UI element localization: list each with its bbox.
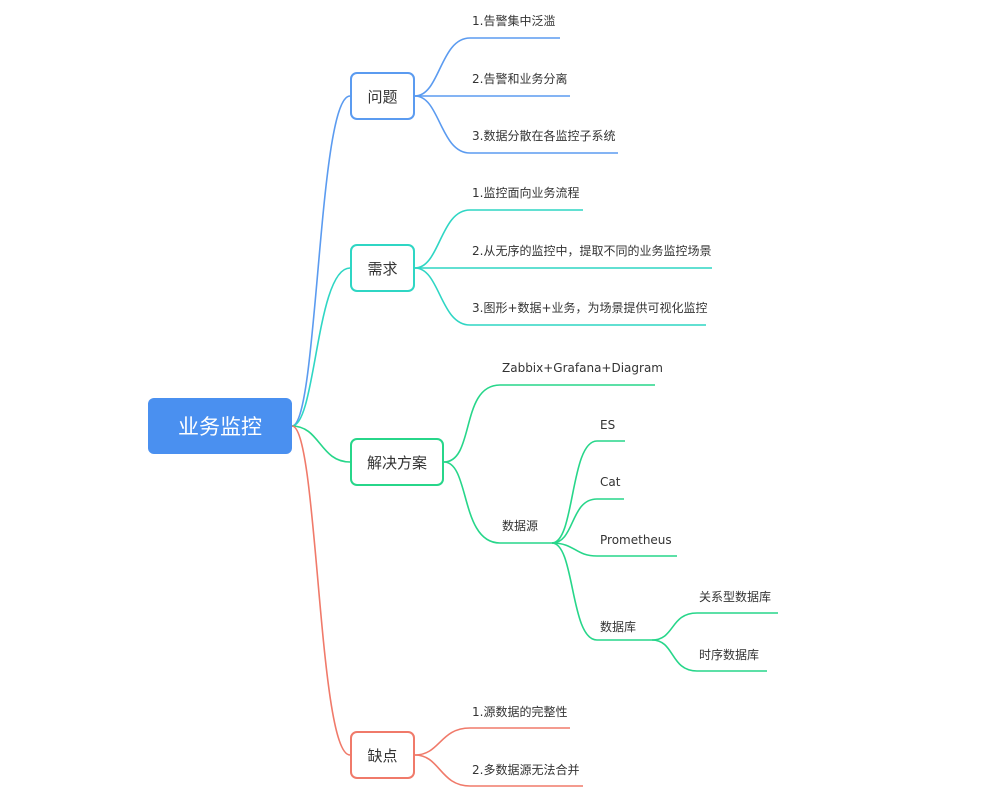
- database-item-timeseries[interactable]: 时序数据库: [699, 648, 760, 662]
- connector-datasource-cat: [551, 498, 624, 544]
- connector-requirement-1: [414, 209, 583, 269]
- connector-datasource-prometheus: [551, 542, 677, 557]
- connector-datasource-database: [551, 542, 652, 641]
- branch-problem-label: 问题: [367, 87, 398, 106]
- problem-item[interactable]: 2.告警和业务分离: [472, 72, 568, 86]
- database-item-relational[interactable]: 关系型数据库: [699, 590, 772, 604]
- solution-tool[interactable]: Zabbix+Grafana+Diagram: [502, 361, 663, 375]
- database-node[interactable]: 数据库: [600, 620, 637, 634]
- datasource-item-cat[interactable]: Cat: [600, 475, 621, 489]
- connector-drawback-2: [414, 754, 583, 787]
- requirement-item[interactable]: 1.监控面向业务流程: [472, 186, 580, 200]
- root-node[interactable]: 业务监控: [148, 398, 292, 454]
- connector-solution-tool: [443, 384, 655, 463]
- connector-solution-datasource: [443, 461, 552, 544]
- requirement-item[interactable]: 3.图形+数据+业务，为场景提供可视化监控: [472, 301, 708, 315]
- drawback-item[interactable]: 2.多数据源无法合并: [472, 763, 580, 777]
- branch-requirement-label: 需求: [367, 259, 398, 278]
- branch-requirement-node[interactable]: 需求: [350, 244, 415, 292]
- connector-problem-3: [414, 95, 618, 154]
- branch-drawback-label: 缺点: [367, 746, 398, 765]
- datasource-node[interactable]: 数据源: [502, 519, 539, 533]
- connector-root-drawback: [291, 425, 351, 756]
- connector-database-relational: [651, 612, 778, 641]
- branch-drawback-node[interactable]: 缺点: [350, 731, 415, 779]
- root-label: 业务监控: [178, 415, 262, 439]
- connector-root-solution: [291, 425, 351, 463]
- requirement-item[interactable]: 2.从无序的监控中，提取不同的业务监控场景: [472, 244, 712, 258]
- drawback-item[interactable]: 1.源数据的完整性: [472, 705, 568, 719]
- problem-item[interactable]: 1.告警集中泛滥: [472, 14, 556, 28]
- datasource-item-prometheus[interactable]: Prometheus: [600, 533, 672, 547]
- connector-root-problem: [291, 95, 351, 427]
- connector-problem-1: [414, 37, 560, 97]
- branch-solution-label: 解决方案: [366, 453, 427, 472]
- branch-problem-node[interactable]: 问题: [350, 72, 415, 120]
- datasource-item-es[interactable]: ES: [600, 418, 616, 432]
- connector-drawback-1: [414, 727, 570, 756]
- problem-item[interactable]: 3.数据分散在各监控子系统: [472, 129, 616, 143]
- connector-datasource-es: [551, 440, 625, 544]
- branch-solution-node[interactable]: 解决方案: [350, 438, 444, 486]
- connector-root-requirement: [291, 267, 351, 427]
- connector-database-timeseries: [651, 639, 767, 672]
- connector-requirement-3: [414, 267, 706, 326]
